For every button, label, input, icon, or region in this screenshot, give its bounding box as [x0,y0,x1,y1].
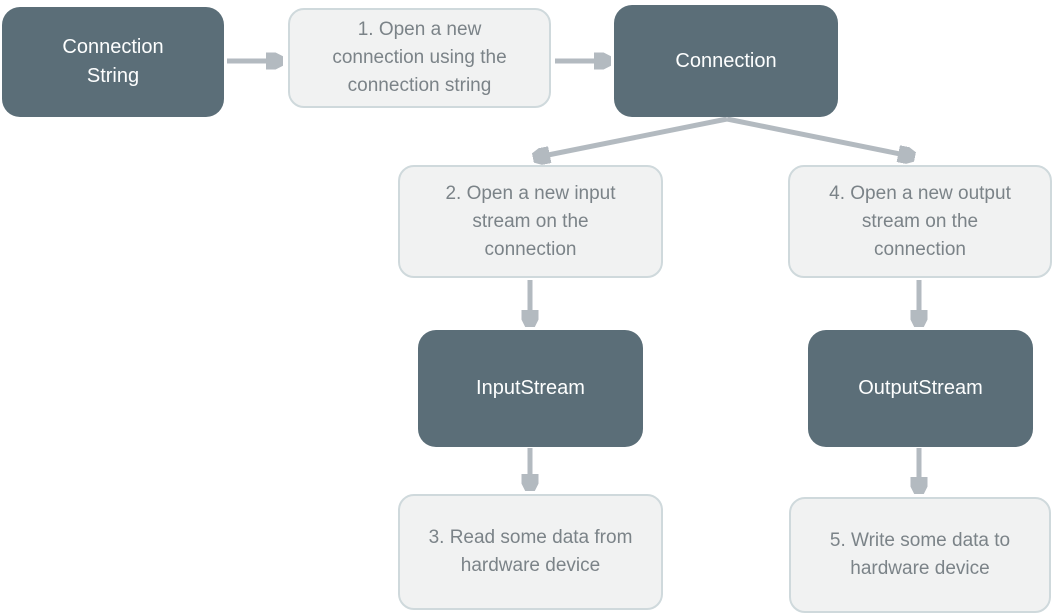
node-step-2-label: 2. Open a new input stream on the connec… [445,182,616,260]
node-input-stream-label: InputStream [476,377,585,399]
node-step-4-label: 4. Open a new output stream on the conne… [829,182,1011,260]
node-step-5-label: 5. Write some data to hardware device [829,530,1011,579]
node-connection-string: Connection String [2,7,224,117]
node-output-stream-label: OutputStream [858,377,983,399]
node-input-stream: InputStream [418,330,643,447]
node-step-2-open-input-stream: 2. Open a new input stream on the connec… [398,165,663,278]
node-connection-label: Connection [675,49,777,72]
node-step-1-open-connection: 1. Open a new connection using the conne… [288,8,551,108]
node-step-5-write-data: 5. Write some data to hardware device [789,497,1051,613]
node-connection-string-label: Connection String [62,36,164,87]
arrow-connection-to-step-4 [726,116,910,156]
node-step-1-label: 1. Open a new connection using the conne… [332,19,507,96]
node-step-3-label: 3. Read some data from hardware device [428,527,633,576]
node-step-4-open-output-stream: 4. Open a new output stream on the conne… [788,165,1052,278]
arrow-connection-to-step-2 [538,116,728,157]
node-output-stream: OutputStream [808,330,1033,447]
node-connection: Connection [614,5,838,117]
node-step-3-read-data: 3. Read some data from hardware device [398,494,663,610]
